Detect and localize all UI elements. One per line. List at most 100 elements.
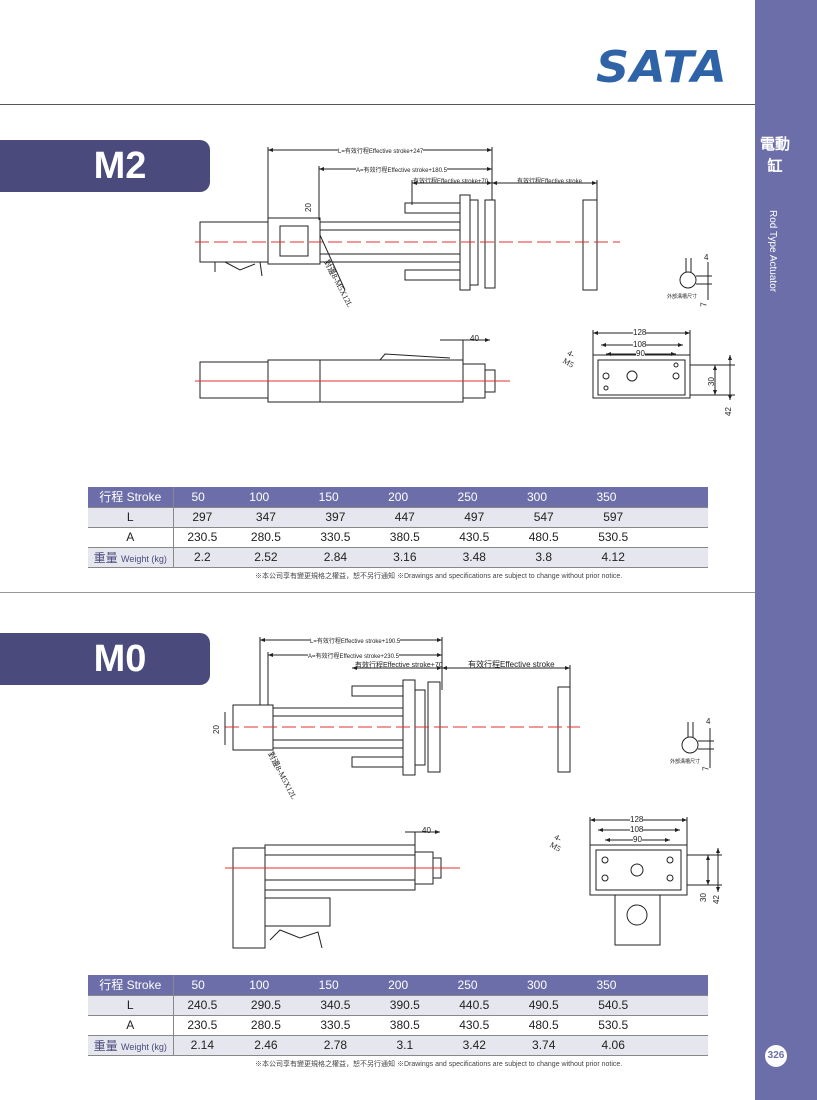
model-tag-m2: M2 xyxy=(0,140,210,192)
cell: 2.84 xyxy=(300,547,371,568)
groove-label: 外部溝槽尺寸 xyxy=(670,759,701,765)
groove-4: 4 xyxy=(704,253,709,262)
cell: 547 xyxy=(509,507,579,528)
header-divider xyxy=(0,104,755,105)
cell: 2.46 xyxy=(231,1035,301,1056)
cell: 3.48 xyxy=(439,547,509,568)
brand-logo: SATA xyxy=(596,41,728,93)
dim-128: 128 xyxy=(630,815,644,824)
cell: 280.5 xyxy=(231,1015,301,1036)
cell: 100 xyxy=(231,487,301,508)
groove-label: 外部溝槽尺寸 xyxy=(667,294,698,300)
cell: 100 xyxy=(231,975,301,996)
cell-empty xyxy=(648,995,708,1016)
cell: 380.5 xyxy=(370,1015,440,1036)
m2-disclaimer: ※本公司享有變更規格之權益，恕不另行通知 ※Drawings and speci… xyxy=(255,573,623,580)
page-number: 326 xyxy=(765,1045,787,1067)
cell: 540.5 xyxy=(578,995,648,1016)
dim-128: 128 xyxy=(633,328,647,337)
cell: 50 xyxy=(173,487,232,508)
cell: 3.42 xyxy=(439,1035,509,1056)
cell: 300 xyxy=(509,487,579,508)
cell: 530.5 xyxy=(578,527,648,548)
cell-empty xyxy=(648,1015,708,1036)
cell: 200 xyxy=(370,975,440,996)
dim-40: 40 xyxy=(470,334,479,343)
cell: 150 xyxy=(300,487,371,508)
section-divider xyxy=(0,592,755,593)
cell-empty xyxy=(648,507,708,528)
m0-disclaimer: ※本公司享有變更規格之權益，恕不另行通知 ※Drawings and speci… xyxy=(255,1061,623,1068)
cell: 430.5 xyxy=(439,527,509,548)
weight-label-cn: 重量 xyxy=(93,1038,118,1053)
m2-top-view xyxy=(195,147,620,291)
dim-stroke: 有效行程Effective stroke xyxy=(517,179,582,185)
m0-top-view xyxy=(224,637,580,776)
cell: 447 xyxy=(370,507,440,528)
dim-l: L=有效行程Effective stroke+190.5 xyxy=(310,636,401,645)
row-label: 重量 Weight (kg) xyxy=(88,547,174,568)
cell: 150 xyxy=(300,975,371,996)
dim-20: 20 xyxy=(211,725,221,734)
cell: 390.5 xyxy=(370,995,440,1016)
cell: 240.5 xyxy=(173,995,232,1016)
header-label: 行程 Stroke xyxy=(88,487,174,508)
cell: 440.5 xyxy=(439,995,509,1016)
cell: 340.5 xyxy=(300,995,371,1016)
m0-groove-detail xyxy=(681,722,714,768)
cell: 490.5 xyxy=(509,995,579,1016)
dim-plus70: 有效行程Effective stroke+70 xyxy=(355,662,443,669)
dim-108: 108 xyxy=(630,825,644,834)
cell: 2.52 xyxy=(231,547,301,568)
dim-plus70: 有效行程Effective stroke+70 xyxy=(413,179,489,185)
cell: 347 xyxy=(231,507,301,528)
cell: 3.8 xyxy=(509,547,579,568)
cell-empty xyxy=(648,547,708,568)
cell: 280.5 xyxy=(231,527,301,548)
cell: 250 xyxy=(439,487,509,508)
cell: 3.74 xyxy=(509,1035,579,1056)
dim-a: A=有效行程Effective stroke+230.5 xyxy=(308,651,399,660)
sidebar-title-cn: 電動缸 xyxy=(759,136,790,175)
dim-42: 42 xyxy=(711,895,721,904)
cell: 4.06 xyxy=(578,1035,648,1056)
dim-a: A=有效行程Effective stroke+180.5 xyxy=(356,165,447,174)
dim-42: 42 xyxy=(723,407,733,416)
cell: 350 xyxy=(578,975,648,996)
cell: 250 xyxy=(439,975,509,996)
cell: 497 xyxy=(439,507,509,528)
cell: 230.5 xyxy=(173,1015,232,1036)
cell: 200 xyxy=(370,487,440,508)
dim-30: 30 xyxy=(698,893,708,902)
cell-empty xyxy=(648,527,708,548)
dim-20: 20 xyxy=(303,203,313,212)
cell: 597 xyxy=(578,507,648,528)
cell-empty xyxy=(648,1035,708,1056)
weight-label-en: Weight (kg) xyxy=(121,1041,167,1052)
dim-stroke: 有效行程Effective stroke xyxy=(468,660,555,669)
cell: 3.1 xyxy=(370,1035,440,1056)
cell: 330.5 xyxy=(300,527,371,548)
dim-30: 30 xyxy=(706,377,716,386)
weight-label-en: Weight (kg) xyxy=(121,553,167,564)
cell: 480.5 xyxy=(509,527,579,548)
cell: 230.5 xyxy=(173,527,232,548)
dim-90: 90 xyxy=(636,349,645,358)
groove-7: 7 xyxy=(701,766,711,771)
m0-side-view xyxy=(225,830,460,949)
cell: 330.5 xyxy=(300,1015,371,1036)
cell: 480.5 xyxy=(509,1015,579,1036)
model-tag-m0: M0 xyxy=(0,633,210,685)
row-label: L xyxy=(88,507,174,528)
dim-90: 90 xyxy=(633,835,642,844)
cell: 290.5 xyxy=(231,995,301,1016)
cell: 2.2 xyxy=(173,547,232,568)
cell: 2.14 xyxy=(173,1035,232,1056)
cell: 430.5 xyxy=(439,1015,509,1036)
